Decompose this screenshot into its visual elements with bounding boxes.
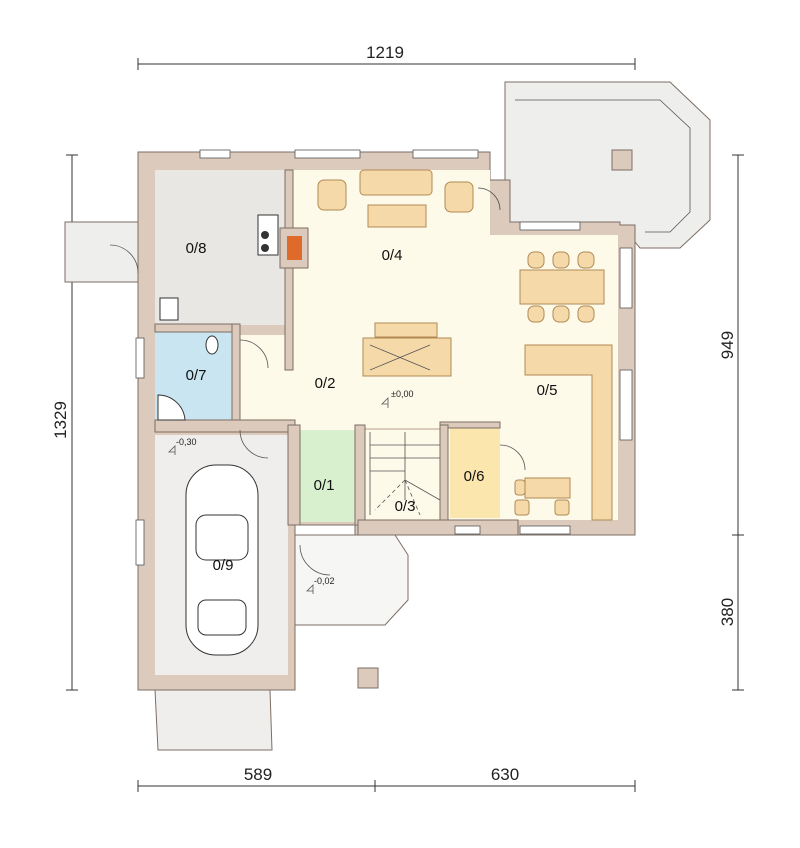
dim-right-lower: 380 bbox=[718, 598, 737, 626]
entrance-porch bbox=[294, 534, 409, 626]
sofa-icon bbox=[359, 169, 433, 196]
boiler-icon bbox=[159, 297, 179, 321]
room-label: 0/9 bbox=[213, 557, 234, 574]
wall bbox=[231, 323, 241, 425]
room-label: 0/2 bbox=[315, 375, 336, 392]
living-furniture bbox=[317, 169, 613, 521]
svg-text:-0,02: -0,02 bbox=[314, 576, 335, 586]
room-label: 0/5 bbox=[537, 382, 558, 399]
driveway bbox=[154, 689, 273, 751]
room-0-1-floor bbox=[300, 430, 355, 522]
terrace-pillar bbox=[611, 149, 633, 171]
tv-cabinet-icon bbox=[374, 322, 438, 338]
room-label: 0/8 bbox=[186, 240, 207, 257]
toilet-icon bbox=[205, 335, 219, 355]
side-steps bbox=[64, 221, 139, 283]
door-swings bbox=[109, 187, 526, 576]
dining-chairs-icon bbox=[527, 251, 595, 323]
porch-pillar bbox=[357, 667, 379, 689]
armchair-icon bbox=[317, 179, 347, 211]
wall bbox=[439, 421, 501, 429]
level-marker-entrance: -0,02 bbox=[306, 576, 335, 594]
windows bbox=[135, 149, 633, 566]
stair-block-icon bbox=[362, 337, 452, 377]
dim-right-upper: 949 bbox=[718, 331, 737, 359]
dim-overall-width: 1219 bbox=[366, 43, 404, 62]
dim-bottom-left: 589 bbox=[244, 765, 272, 784]
room-label: 0/6 bbox=[464, 468, 485, 485]
wall bbox=[154, 419, 296, 433]
dining-table-icon bbox=[519, 269, 605, 305]
wall bbox=[357, 519, 519, 536]
room-0-6-floor bbox=[450, 428, 500, 518]
room-label: 0/3 bbox=[395, 498, 416, 515]
armchair-icon bbox=[444, 181, 474, 213]
wall bbox=[354, 424, 366, 526]
kitchen-table-icon bbox=[524, 477, 571, 499]
fireplace-icon bbox=[287, 236, 302, 260]
dim-overall-depth: 1329 bbox=[51, 401, 70, 439]
wall bbox=[154, 323, 236, 333]
svg-text:-0,30: -0,30 bbox=[176, 437, 197, 447]
shower-icon bbox=[157, 394, 186, 421]
level-marker-main: ±0,00 bbox=[381, 389, 413, 408]
room-label: 0/4 bbox=[382, 247, 403, 264]
wall bbox=[439, 424, 449, 521]
wall bbox=[287, 424, 301, 526]
wall bbox=[284, 169, 294, 371]
staircase bbox=[369, 432, 441, 516]
car-icon bbox=[185, 464, 259, 656]
kitchen-counter-icon bbox=[524, 344, 613, 521]
level-marker-garage: -0,30 bbox=[168, 437, 197, 455]
room-label: 0/1 bbox=[314, 477, 335, 494]
fixtures bbox=[157, 214, 279, 421]
svg-text:±0,00: ±0,00 bbox=[391, 389, 413, 399]
coffee-table-icon bbox=[367, 204, 427, 228]
room-label: 0/7 bbox=[186, 367, 207, 384]
dim-bottom-right: 630 bbox=[491, 765, 519, 784]
